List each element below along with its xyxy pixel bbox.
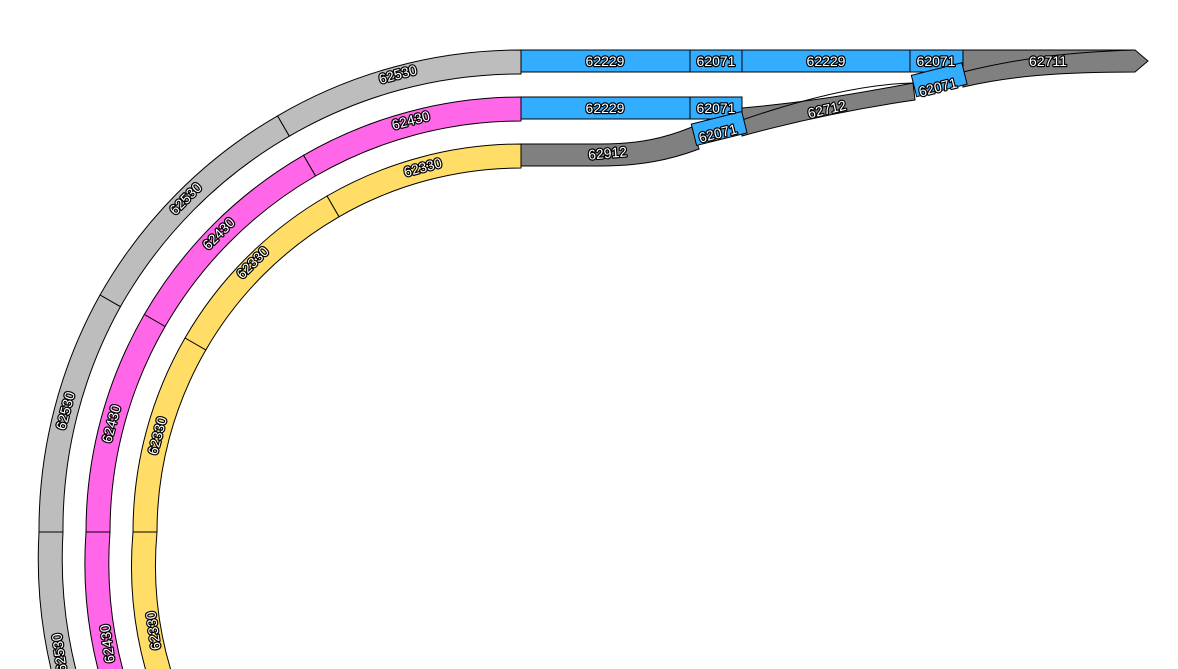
inner-curve-piece-4[interactable] xyxy=(131,531,172,669)
turnout-diverging-rail-top xyxy=(962,49,1136,73)
turnouts xyxy=(520,49,1149,167)
label-top-straight-long-2: 62229 xyxy=(807,53,846,69)
label-middle-straight-short: 62071 xyxy=(697,100,736,116)
inner-curve-track xyxy=(131,143,522,669)
label-inner-curve-4: 62330 xyxy=(142,610,163,651)
outer-curve-piece-4[interactable] xyxy=(37,531,77,669)
turnout-diverging-rail-middle xyxy=(741,82,914,121)
label-turnout-curved: 62912 xyxy=(587,143,627,162)
label-top-straight-short-1: 62071 xyxy=(697,53,736,69)
middle-curve-piece-4[interactable] xyxy=(84,531,124,669)
tilted-straight-short-upper[interactable] xyxy=(910,62,968,98)
tilted-straight-short-lower[interactable] xyxy=(690,110,748,147)
label-turnout-right: 62711 xyxy=(1029,53,1067,69)
inner-curve-piece-2[interactable] xyxy=(184,195,340,351)
turnout-right-top[interactable] xyxy=(962,49,1149,88)
label-middle-straight-long: 62229 xyxy=(586,100,625,116)
label-middle-curve-4: 62430 xyxy=(96,623,117,664)
middle-straight-line xyxy=(520,96,743,120)
middle-curve-track xyxy=(84,96,522,669)
outer-curve-track xyxy=(37,49,522,669)
label-outer-curve-4: 62530 xyxy=(48,632,69,669)
label-top-straight-short-2: 62071 xyxy=(917,53,956,69)
label-top-straight-long-1: 62229 xyxy=(586,53,625,69)
turnout-curved-lower[interactable] xyxy=(520,126,700,167)
